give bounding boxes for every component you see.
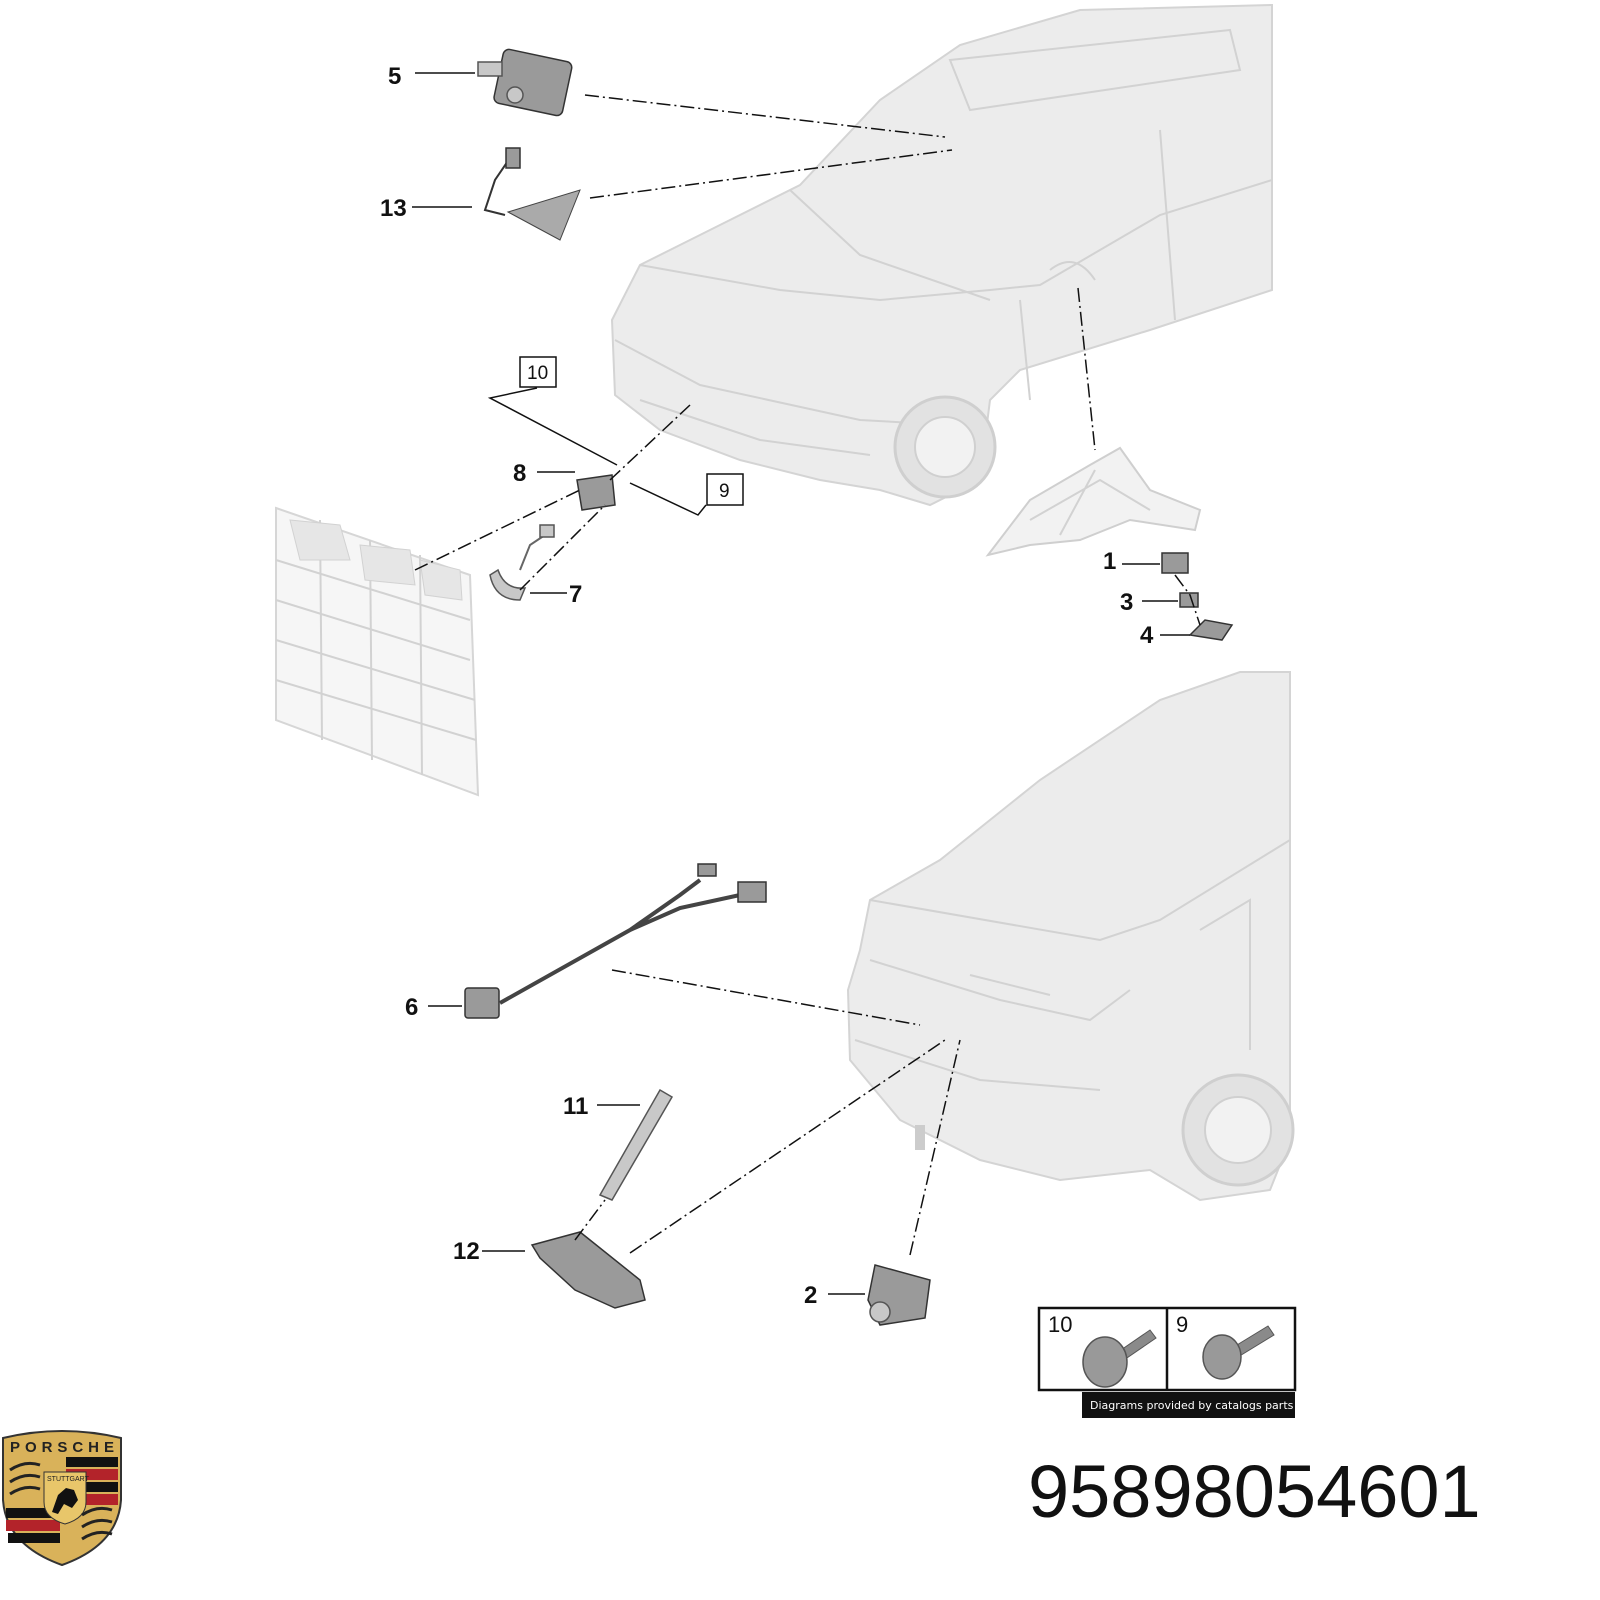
part-11-rod (598, 1088, 674, 1201)
part-8-camera (576, 474, 616, 511)
screw-icon (1082, 1329, 1157, 1388)
porsche-crest-logo: PORSCHE STUTTGART (2, 1430, 122, 1567)
part-7-cover (489, 524, 555, 601)
boxed-callout-9: 9 (706, 473, 744, 506)
callout-3: 3 (1120, 589, 1133, 616)
front-car-illustration (610, 3, 1273, 507)
rear-car-illustration (846, 671, 1295, 1202)
grille-illustration (275, 506, 480, 797)
part-13-sensor-patch (483, 147, 581, 241)
callout-1: 1 (1103, 548, 1116, 575)
part-6-cable (464, 863, 767, 1019)
part-2-camera (867, 1264, 931, 1326)
mirror-bracket-illustration (985, 446, 1202, 557)
callout-13: 13 (380, 195, 407, 222)
part-3 (1179, 592, 1199, 608)
svg-text:10: 10 (527, 363, 548, 384)
part-4 (1188, 619, 1234, 641)
callout-11: 11 (563, 1093, 588, 1120)
callout-8: 8 (513, 460, 526, 487)
part-5-sensor (477, 48, 573, 117)
callout-12: 12 (453, 1238, 480, 1265)
part-12-bracket (530, 1231, 646, 1309)
part-1 (1161, 552, 1189, 574)
callout-7: 7 (569, 581, 582, 608)
callout-5: 5 (388, 63, 401, 90)
credit-text: Diagrams provided by catalogs parts (1090, 1399, 1294, 1412)
fastener-legend: 10 9 Diagrams provided by catalogs parts (1037, 1306, 1297, 1418)
callout-6: 6 (405, 994, 418, 1021)
svg-text:STUTTGART: STUTTGART (47, 1476, 90, 1483)
screw-icon (1202, 1325, 1275, 1380)
part-number: 95898054601 (1028, 1450, 1481, 1533)
boxed-callout-10: 10 (519, 356, 557, 388)
legend-number-10: 10 (1048, 1312, 1072, 1337)
leader-lines (412, 72, 1201, 1295)
callout-4: 4 (1140, 622, 1154, 649)
legend-number-9: 9 (1176, 1312, 1188, 1337)
svg-text:PORSCHE: PORSCHE (10, 1439, 114, 1456)
svg-text:9: 9 (719, 481, 730, 502)
callout-2: 2 (804, 1282, 817, 1309)
